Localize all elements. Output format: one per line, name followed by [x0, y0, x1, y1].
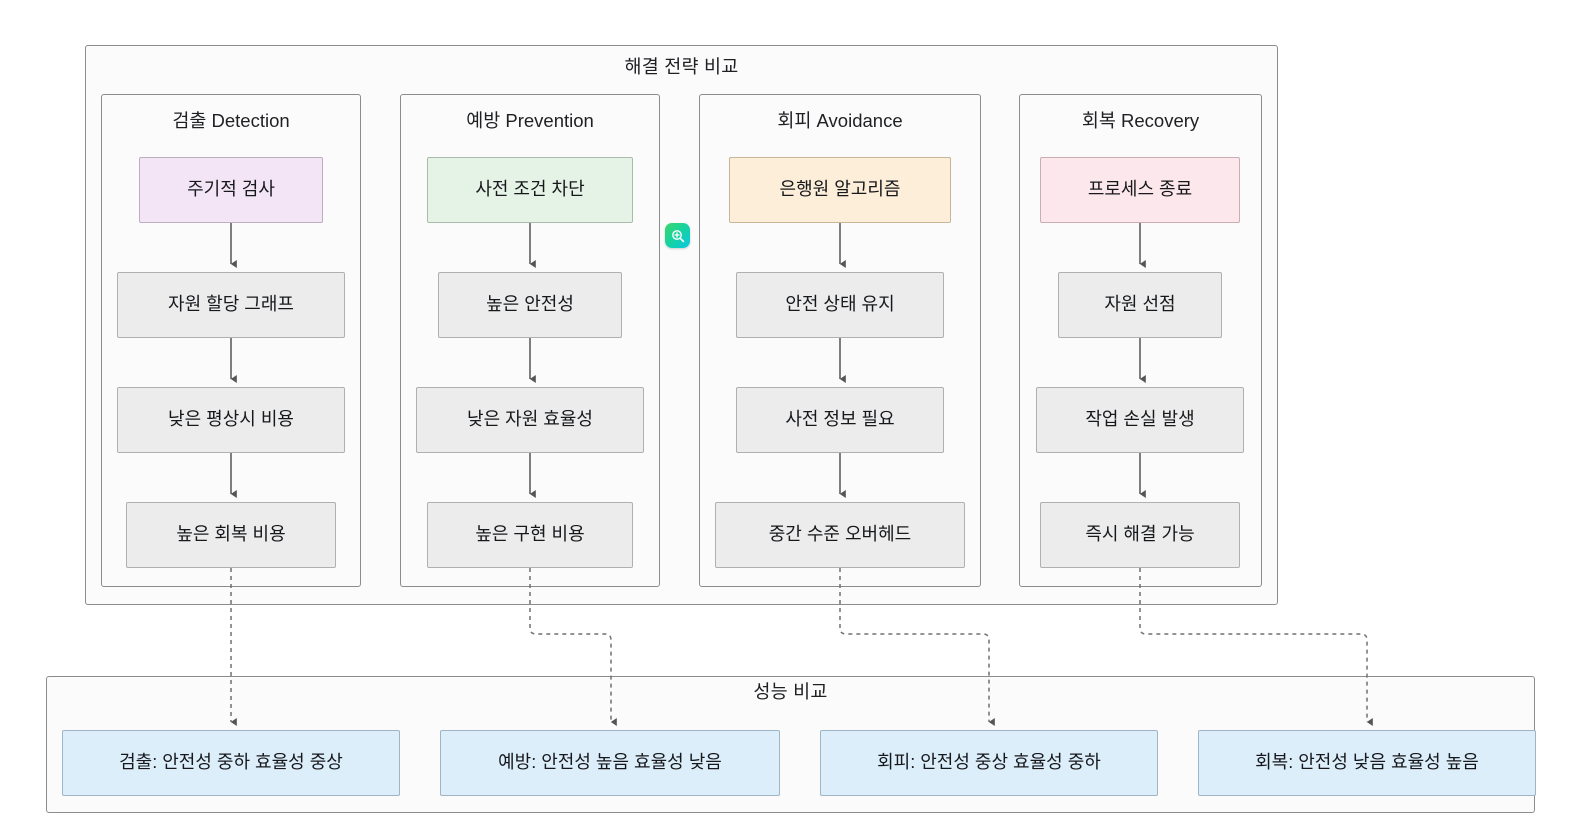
- summary-node-detection[interactable]: 검출: 안전성 중하 효율성 중상: [62, 730, 400, 796]
- node-detection-2[interactable]: 자원 할당 그래프: [117, 272, 345, 338]
- column-detection-title: 검출 Detection: [172, 110, 290, 131]
- column-prevention-title: 예방 Prevention: [466, 110, 594, 131]
- summary-node-recovery[interactable]: 회복: 안전성 낮음 효율성 높음: [1198, 730, 1536, 796]
- node-avoidance-1[interactable]: 은행원 알고리즘: [729, 157, 951, 223]
- node-recovery-3[interactable]: 작업 손실 발생: [1036, 387, 1244, 453]
- node-prevention-4[interactable]: 높은 구현 비용: [427, 502, 633, 568]
- node-detection-4[interactable]: 높은 회복 비용: [126, 502, 336, 568]
- summary-node-prevention[interactable]: 예방: 안전성 높음 효율성 낮음: [440, 730, 780, 796]
- zoom-in-magnifier-icon[interactable]: [665, 223, 690, 248]
- node-prevention-1[interactable]: 사전 조건 차단: [427, 157, 633, 223]
- node-prevention-3[interactable]: 낮은 자원 효율성: [416, 387, 644, 453]
- node-prevention-2[interactable]: 높은 안전성: [438, 272, 622, 338]
- top-section-title: 해결 전략 비교: [624, 56, 739, 77]
- node-recovery-4[interactable]: 즉시 해결 가능: [1040, 502, 1240, 568]
- node-avoidance-2[interactable]: 안전 상태 유지: [736, 272, 944, 338]
- node-detection-1[interactable]: 주기적 검사: [139, 157, 323, 223]
- node-avoidance-3[interactable]: 사전 정보 필요: [736, 387, 944, 453]
- node-avoidance-4[interactable]: 중간 수준 오버헤드: [715, 502, 965, 568]
- column-avoidance-title: 회피 Avoidance: [777, 110, 903, 131]
- node-detection-3[interactable]: 낮은 평상시 비용: [117, 387, 345, 453]
- node-recovery-1[interactable]: 프로세스 종료: [1040, 157, 1240, 223]
- bottom-section-title: 성능 비교: [753, 681, 828, 702]
- summary-node-avoidance[interactable]: 회피: 안전성 중상 효율성 중하: [820, 730, 1158, 796]
- node-recovery-2[interactable]: 자원 선점: [1058, 272, 1222, 338]
- column-recovery-title: 회복 Recovery: [1081, 110, 1200, 131]
